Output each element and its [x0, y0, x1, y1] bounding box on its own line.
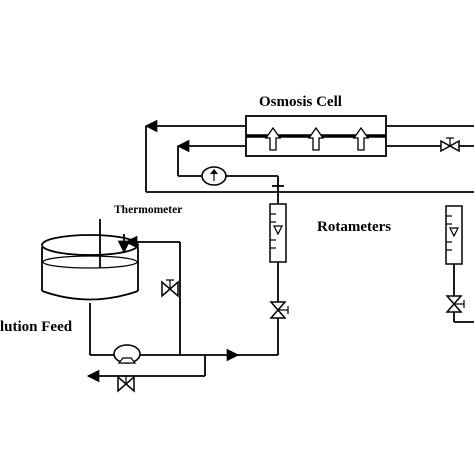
inline-pump-icon[interactable]	[201, 166, 227, 186]
valve-icon[interactable]	[445, 295, 465, 313]
osmosis-cell	[245, 115, 387, 157]
tee-connector	[272, 185, 284, 204]
rotameter-1	[269, 203, 287, 263]
membrane-arrow-icon	[352, 126, 370, 151]
membrane-arrow-icon	[307, 126, 325, 151]
feed-label: lution Feed	[0, 319, 73, 335]
cell-right-outlets	[386, 125, 474, 147]
return-loop	[144, 119, 474, 193]
membrane-arrow-icon	[264, 126, 282, 151]
drain-valve-icon[interactable]	[117, 375, 135, 393]
valve-icon[interactable]	[161, 279, 179, 298]
feed-line	[86, 303, 278, 383]
thermometer-label: Thermometer	[114, 204, 182, 216]
rotameter-2	[445, 205, 463, 265]
valve-icon[interactable]	[440, 137, 460, 153]
bypass-line	[176, 139, 279, 192]
feed-pump-icon[interactable]	[113, 344, 141, 364]
osmosis-cell-label: Osmosis Cell	[259, 94, 342, 110]
recycle-line	[124, 235, 181, 355]
valve-icon[interactable]	[269, 301, 289, 319]
feed-tank	[41, 234, 139, 301]
rotameters-label: Rotameters	[317, 219, 391, 235]
